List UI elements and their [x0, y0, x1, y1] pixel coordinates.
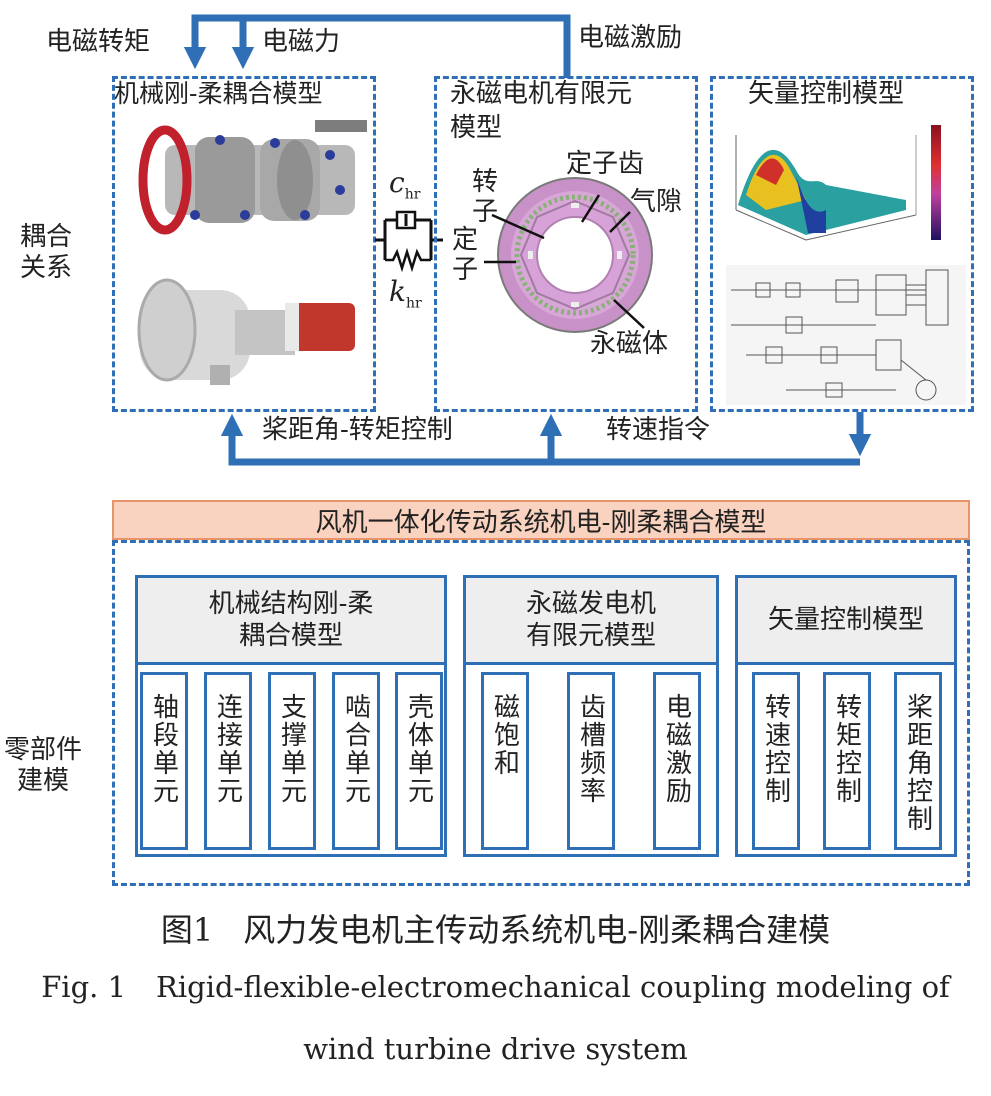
magnetic-saturation-cell: 磁饱和: [481, 672, 529, 850]
pitch-control-cell: 桨距角控制: [894, 672, 942, 850]
stator-label-2: 子: [452, 255, 479, 285]
mechanical-model-title: 机械刚-柔耦合模型: [114, 79, 323, 108]
pm-motor-fem-panel: [434, 76, 698, 412]
pm-generator-fem-header: 永磁发电机有限元模型: [463, 575, 719, 665]
connection-element-cell: 连接单元: [204, 672, 252, 850]
stator-tooth-label: 定子齿: [566, 149, 645, 179]
speed-control-cell: 转速控制: [752, 672, 800, 850]
speed-command-label: 转速指令: [606, 415, 711, 445]
flow-arrows: [183, 14, 872, 466]
motor-pointer-lines: [484, 194, 645, 329]
spring-damper-symbol: [375, 210, 443, 273]
pm-motor-fem-title-line2: 模型: [450, 113, 503, 143]
rotor-label-2: 子: [472, 197, 499, 227]
mechanical-structure-header: 机械结构刚-柔耦合模型: [135, 575, 447, 665]
caption-en-line2: wind turbine drive system: [303, 1032, 688, 1066]
meshing-element-cell: 啮合单元: [332, 672, 380, 850]
caption-en-line1: Fig. 1 Rigid-flexible-electromechanical c…: [0, 970, 991, 1004]
vector-control-title: 矢量控制模型: [748, 79, 905, 109]
caption-en-text: Rigid-flexible-electromechanical couplin…: [156, 970, 950, 1004]
shaft-element-cell: 轴段单元: [140, 672, 188, 850]
component-modeling-label: 零部件 建模: [4, 735, 83, 797]
housing-element-cell: 壳体单元: [395, 672, 443, 850]
vector-control-panel: [710, 76, 974, 412]
caption-cn-number: 图1: [160, 911, 214, 949]
excitation-loop-line: [183, 14, 571, 78]
cogging-frequency-cell: 齿槽频率: [567, 672, 615, 850]
pitch-torque-control-label: 桨距角-转矩控制: [262, 415, 453, 445]
electromagnetic-torque-label: 电磁转矩: [46, 27, 151, 57]
surface-plot-image: [735, 125, 941, 241]
caption-en-number: Fig. 1: [41, 970, 127, 1004]
stator-label-1: 定: [452, 225, 479, 255]
rotor-label-1: 转: [472, 167, 499, 197]
support-element-cell: 支撑单元: [268, 672, 316, 850]
em-excitation-cell: 电磁激励: [653, 672, 701, 850]
component-modeling-frame: [112, 540, 970, 886]
torque-control-cell: 转矩控制: [823, 672, 871, 850]
caption-cn: 图1 风力发电机主传动系统机电-刚柔耦合建模: [0, 905, 991, 951]
damping-coefficient-label: chr: [389, 166, 421, 203]
integrated-model-banner: 风机一体化传动系统机电-刚柔耦合模型: [112, 500, 970, 540]
vector-control-header: 矢量控制模型: [735, 575, 957, 665]
motor-cross-section: [497, 177, 653, 333]
electromagnetic-force-label: 电磁力: [262, 27, 341, 57]
permanent-magnet-label: 永磁体: [590, 329, 669, 359]
air-gap-label: 气隙: [630, 187, 683, 217]
mechanical-model-panel: [112, 76, 376, 412]
stiffness-coefficient-label: khr: [389, 275, 422, 312]
control-bus-line: [228, 438, 860, 466]
coupling-relation-label: 耦合 关系: [20, 222, 73, 284]
pm-motor-fem-title-line1: 永磁电机有限元: [450, 79, 633, 109]
electromagnetic-excitation-label: 电磁激励: [578, 23, 683, 53]
drivetrain-render-image: [137, 120, 367, 385]
control-block-diagram-image: [726, 265, 966, 405]
caption-cn-text: 风力发电机主传动系统机电-刚柔耦合建模: [243, 911, 831, 949]
